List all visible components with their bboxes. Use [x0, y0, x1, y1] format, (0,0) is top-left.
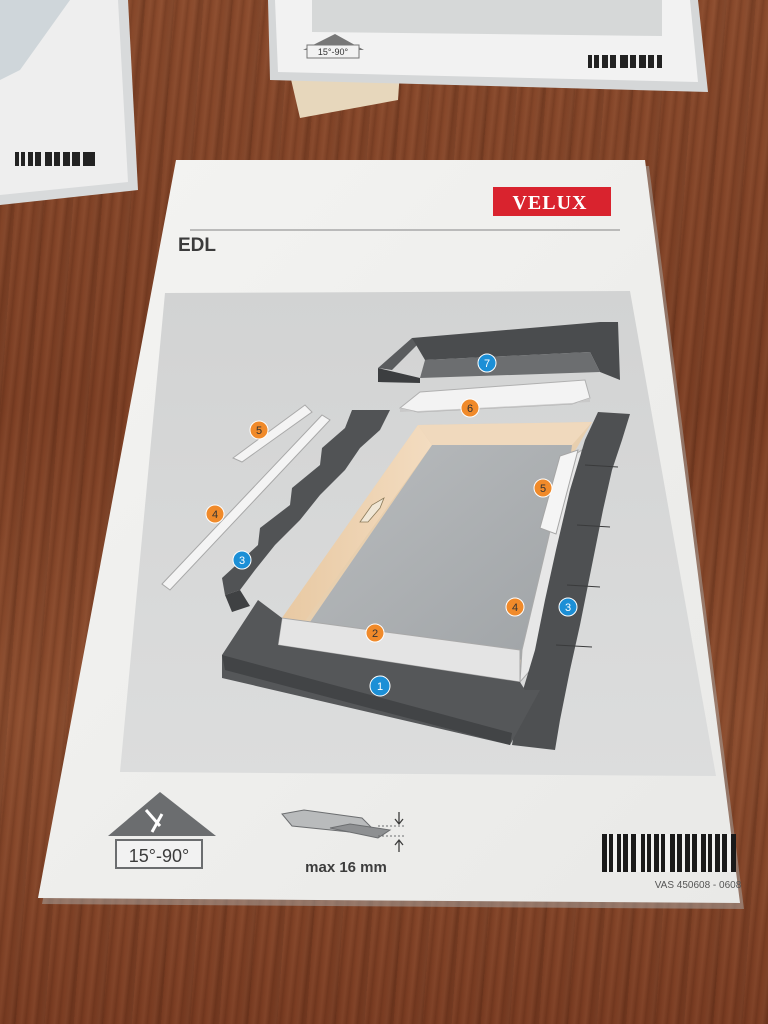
callout-3-left: 3: [232, 550, 252, 570]
svg-text:4: 4: [512, 602, 518, 614]
callout-7: 7: [477, 353, 497, 373]
svg-text:3: 3: [565, 602, 571, 614]
barcode: [602, 834, 736, 872]
top-card-pitch-text: 15°-90°: [318, 47, 349, 57]
part-4-left-strip: [161, 414, 331, 591]
callout-2: 2: [365, 623, 385, 643]
callout-1: 1: [369, 675, 391, 697]
svg-text:6: 6: [467, 403, 473, 415]
model-title: EDL: [178, 235, 216, 256]
part-7-top-flashing: [378, 322, 620, 383]
part-3-right-flashing: [512, 412, 630, 750]
tile-thickness-text: max 16 mm: [305, 859, 387, 876]
product-code: VAS 450608 - 0608: [655, 880, 742, 891]
callout-5-left: 5: [249, 420, 269, 440]
callout-6: 6: [460, 398, 480, 418]
background-card-left: [0, 0, 138, 205]
callout-3-right: 3: [558, 597, 578, 617]
callout-4-left: 4: [205, 504, 225, 524]
pitch-range-text: 15°-90°: [129, 846, 189, 866]
callout-5-right: 5: [533, 478, 553, 498]
svg-text:7: 7: [484, 358, 490, 370]
velux-logo: VELUX: [493, 187, 611, 216]
barcode-top: [588, 55, 662, 68]
velux-logo-text: VELUX: [512, 192, 587, 214]
tile-thickness-icon: max 16 mm: [281, 809, 405, 876]
part-6-top-gutter: [398, 379, 591, 413]
part-1-bottom-flashing: [222, 600, 540, 745]
svg-text:5: 5: [256, 425, 262, 437]
svg-text:1: 1: [377, 681, 383, 693]
roof-pitch-icon: 15°-90°: [108, 792, 216, 869]
background-card-top: 15°-90°: [268, 0, 708, 118]
part-3-left-flashing: [222, 410, 390, 612]
barcode-left: [15, 152, 95, 166]
part-5-right-strip: [539, 449, 579, 535]
svg-text:5: 5: [540, 483, 546, 495]
svg-text:2: 2: [372, 628, 378, 640]
instruction-card: VELUX EDL: [38, 160, 744, 909]
part-5-left-strip: [232, 404, 313, 463]
callout-4-right: 4: [505, 597, 525, 617]
svg-text:3: 3: [239, 555, 245, 567]
svg-text:4: 4: [212, 509, 218, 521]
